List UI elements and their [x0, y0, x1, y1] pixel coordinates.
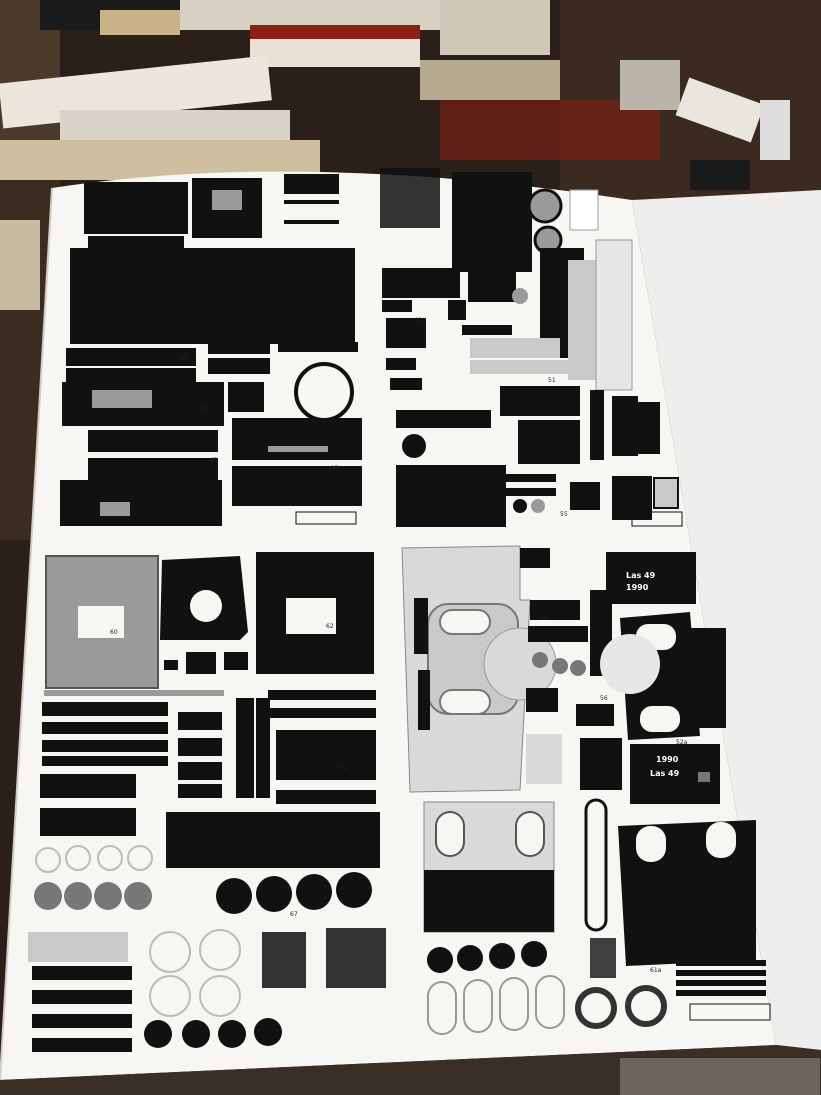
label-tl-d: 46 [330, 465, 338, 472]
label-br-b: 59 [540, 615, 548, 622]
book-pile [0, 0, 790, 540]
badge-text-1b: 1990 [626, 583, 649, 592]
top-left-plate: 50 45 43 46 [60, 174, 362, 526]
label-tl-a: 50 [200, 405, 208, 412]
label-br-a: 56 [600, 695, 608, 702]
badge-text-2b: Las 49 [650, 769, 680, 778]
top-right-plate: 40 51 55 [380, 168, 683, 527]
label-tl-c: 43 [210, 457, 218, 464]
label-bl-a: 60 [110, 629, 118, 636]
foreground-clutter [0, 1045, 821, 1095]
label-tr-c: 55 [560, 511, 568, 518]
badge-text-2: 1990 [656, 755, 679, 764]
br-oval-row [427, 975, 565, 1035]
badge-text-1: Las 49 [626, 571, 656, 580]
blank-right-page [632, 190, 821, 1050]
label-tl-b: 45 [180, 355, 188, 362]
label-br-d: 61a [650, 967, 662, 974]
br-disc-row [427, 941, 547, 973]
bottom-left-plate: 60 62 64 67 [28, 552, 386, 1052]
bottom-right-plate: Las 49 1990 1990 Las 49 [401, 545, 771, 1035]
label-br-c: 52a [676, 739, 688, 746]
label-tr-a: 40 [414, 317, 422, 324]
label-tr-b: 51 [548, 377, 556, 384]
label-bl-c: 64 [340, 765, 348, 772]
disc-row [34, 872, 372, 914]
label-bl-b: 62 [326, 623, 334, 630]
label-bl-d: 67 [290, 911, 298, 918]
ring-row [35, 845, 153, 873]
